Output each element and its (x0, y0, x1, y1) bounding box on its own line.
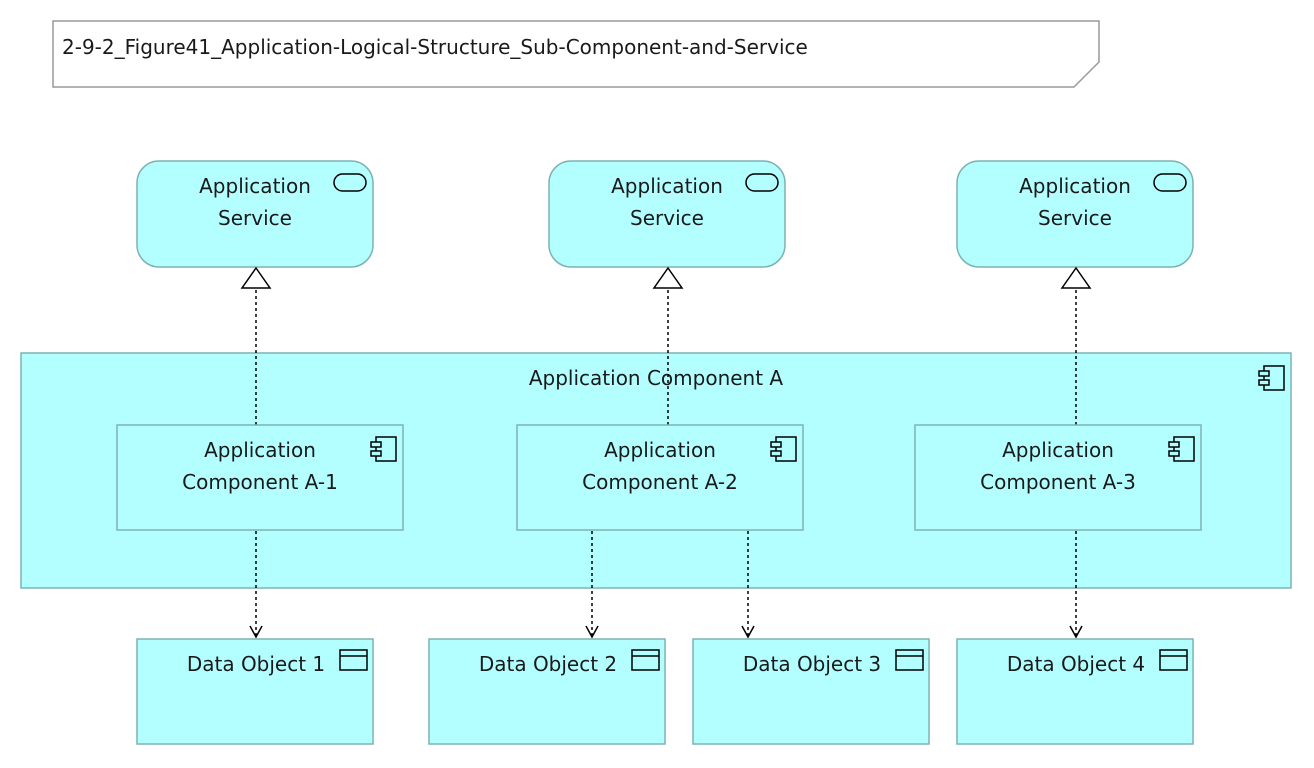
application-service-1[interactable]: Application Service (136, 160, 374, 268)
component-icon (370, 436, 397, 462)
access-connector-2[interactable] (585, 531, 599, 639)
data-object-4-label: Data Object 4 (1007, 652, 1145, 676)
component-icon (1258, 365, 1285, 391)
data-object-1[interactable]: Data Object 1 (136, 638, 374, 745)
diagram-title-note[interactable]: 2-9-2_Figure41_Application-Logical-Struc… (52, 20, 1100, 88)
realization-connector-2[interactable] (652, 266, 684, 425)
access-connector-3[interactable] (741, 531, 755, 639)
application-component-a-1[interactable]: Application Component A-1 (116, 424, 404, 531)
application-service-2[interactable]: Application Service (548, 160, 786, 268)
access-connector-4[interactable] (1069, 531, 1083, 639)
data-object-icon (631, 649, 660, 671)
application-component-a-label: Application Component A (529, 366, 784, 390)
access-connector-1[interactable] (249, 531, 263, 639)
component-a-3-label-line2: Component A-3 (980, 470, 1136, 494)
component-a-3-label-line1: Application (1002, 438, 1114, 462)
data-object-2-label: Data Object 2 (479, 652, 617, 676)
data-object-3[interactable]: Data Object 3 (692, 638, 930, 745)
service-3-label-line2: Service (1038, 206, 1112, 230)
component-a-1-label-line1: Application (204, 438, 316, 462)
component-icon (770, 436, 797, 462)
data-object-icon (339, 649, 368, 671)
service-icon (1153, 173, 1187, 192)
service-icon (745, 173, 779, 192)
realization-connector-3[interactable] (1060, 266, 1092, 425)
data-object-4[interactable]: Data Object 4 (956, 638, 1194, 745)
component-a-1-label-line2: Component A-1 (182, 470, 338, 494)
diagram-title: 2-9-2_Figure41_Application-Logical-Struc… (62, 35, 808, 59)
component-icon (1168, 436, 1195, 462)
application-component-a-2[interactable]: Application Component A-2 (516, 424, 804, 531)
application-service-3[interactable]: Application Service (956, 160, 1194, 268)
component-a-2-label-line2: Component A-2 (582, 470, 738, 494)
data-object-3-label: Data Object 3 (743, 652, 881, 676)
application-component-a-3[interactable]: Application Component A-3 (914, 424, 1202, 531)
component-a-2-label-line1: Application (604, 438, 716, 462)
service-2-label-line1: Application (611, 174, 723, 198)
data-object-icon (1159, 649, 1188, 671)
data-object-2[interactable]: Data Object 2 (428, 638, 666, 745)
service-2-label-line2: Service (630, 206, 704, 230)
realization-connector-1[interactable] (240, 266, 272, 425)
data-object-1-label: Data Object 1 (187, 652, 325, 676)
data-object-icon (895, 649, 924, 671)
service-1-label-line1: Application (199, 174, 311, 198)
service-1-label-line2: Service (218, 206, 292, 230)
service-3-label-line1: Application (1019, 174, 1131, 198)
service-icon (333, 173, 367, 192)
